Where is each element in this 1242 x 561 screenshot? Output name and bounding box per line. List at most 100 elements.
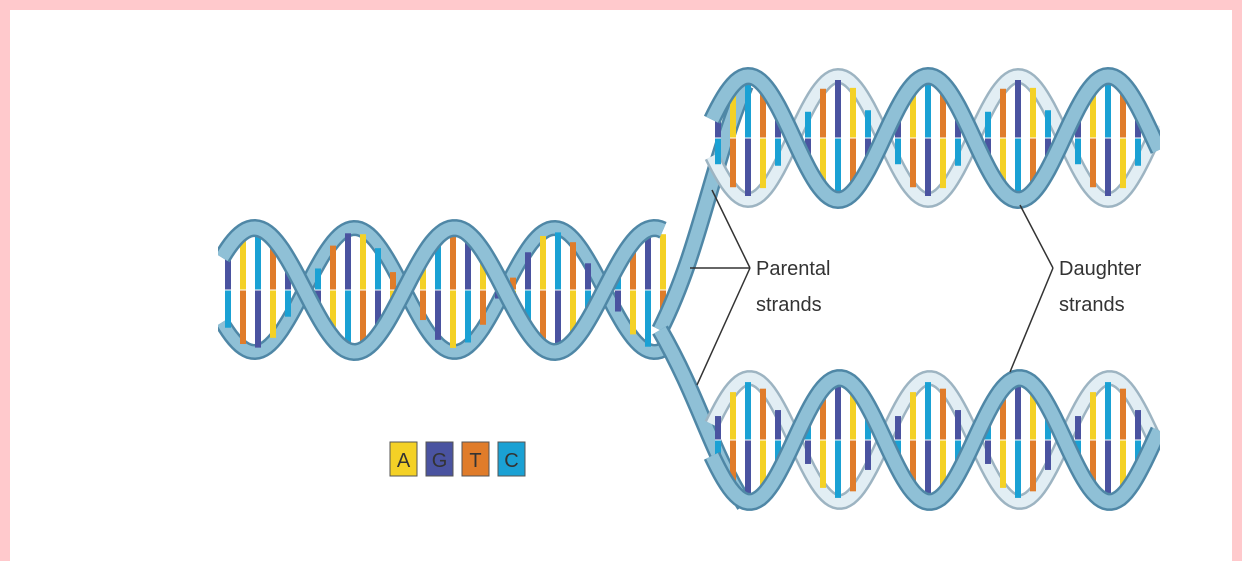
base-cytosine	[745, 80, 751, 138]
base-cytosine	[775, 138, 781, 166]
base-thymine	[1090, 138, 1096, 187]
base-thymine	[940, 389, 946, 440]
base-cytosine	[1135, 138, 1141, 166]
base-guanine	[1105, 138, 1111, 196]
base-cytosine	[1015, 440, 1021, 498]
base-guanine	[1075, 416, 1081, 440]
base-guanine	[255, 290, 261, 348]
base-guanine	[955, 410, 961, 440]
key-guanine-letter: G	[432, 450, 448, 472]
base-thymine	[910, 138, 916, 187]
base-guanine	[775, 410, 781, 440]
base-guanine	[1015, 382, 1021, 440]
key-thymine: T	[462, 442, 489, 476]
base-cytosine	[715, 138, 721, 164]
base-guanine	[645, 233, 651, 290]
base-adenine	[660, 234, 666, 290]
parental-label-line-1: Parental	[756, 258, 831, 280]
key-cytosine-letter: C	[504, 450, 518, 472]
base-adenine	[760, 138, 766, 188]
base-thymine	[330, 246, 336, 290]
base-cytosine	[315, 268, 321, 290]
base-adenine	[1030, 88, 1036, 138]
base-thymine	[1120, 389, 1126, 440]
base-guanine	[985, 440, 991, 464]
base-guanine	[585, 263, 591, 290]
base-cytosine	[1075, 138, 1081, 164]
base-guanine	[1015, 80, 1021, 138]
base-cytosine	[465, 290, 471, 343]
base-cytosine	[375, 248, 381, 290]
base-thymine	[240, 290, 246, 344]
base-guanine	[925, 440, 931, 498]
base-adenine	[540, 236, 546, 290]
base-guanine	[1105, 440, 1111, 498]
key-cytosine: C	[498, 442, 525, 476]
base-guanine	[715, 416, 721, 440]
base-thymine	[450, 232, 456, 290]
base-cytosine	[1105, 80, 1111, 138]
base-thymine	[1000, 89, 1006, 138]
base-cytosine	[835, 138, 841, 196]
parental-label-line-2: strands	[756, 294, 822, 316]
base-adenine	[730, 392, 736, 440]
daughter-label-line-1: Daughter	[1059, 258, 1142, 280]
base-guanine	[555, 290, 561, 348]
base-guanine	[1135, 410, 1141, 440]
base-cytosine	[1105, 382, 1111, 440]
base-thymine	[1030, 440, 1036, 491]
base-cytosine	[835, 440, 841, 498]
base-cytosine	[645, 290, 651, 347]
base-cytosine	[895, 138, 901, 164]
base-cytosine	[865, 110, 871, 138]
base-adenine	[1000, 440, 1006, 488]
base-thymine	[730, 138, 736, 187]
base-adenine	[940, 138, 946, 188]
base-thymine	[420, 290, 426, 320]
base-thymine	[760, 389, 766, 440]
base-guanine	[345, 233, 351, 290]
base-guanine	[745, 440, 751, 498]
base-guanine	[925, 138, 931, 196]
base-thymine	[480, 290, 486, 325]
base-adenine	[270, 290, 276, 338]
base-cytosine	[345, 290, 351, 347]
base-thymine	[820, 89, 826, 138]
key-adenine: A	[390, 442, 417, 476]
base-adenine	[1120, 138, 1126, 188]
key-thymine-letter: T	[469, 450, 481, 472]
base-guanine	[435, 290, 441, 340]
key-adenine-letter: A	[397, 450, 411, 472]
key-guanine: G	[426, 442, 453, 476]
base-adenine	[360, 234, 366, 290]
base-thymine	[390, 272, 396, 290]
base-adenine	[820, 440, 826, 488]
base-adenine	[630, 290, 636, 334]
base-cytosine	[955, 138, 961, 166]
base-cytosine	[1045, 110, 1051, 138]
base-cytosine	[225, 290, 231, 328]
base-thymine	[570, 242, 576, 290]
base-adenine	[450, 290, 456, 348]
base-guanine	[835, 382, 841, 440]
base-guanine	[865, 440, 871, 470]
daughter-label-line-2: strands	[1059, 294, 1125, 316]
base-cytosine	[985, 112, 991, 138]
base-guanine	[805, 440, 811, 464]
base-cytosine	[925, 382, 931, 440]
base-adenine	[850, 88, 856, 138]
base-adenine	[1090, 392, 1096, 440]
base-thymine	[850, 440, 856, 491]
base-cytosine	[255, 232, 261, 290]
base-guanine	[1045, 440, 1051, 470]
base-cytosine	[285, 290, 291, 317]
base-guanine	[745, 138, 751, 196]
base-guanine	[525, 252, 531, 290]
base-cytosine	[1015, 138, 1021, 196]
base-cytosine	[925, 80, 931, 138]
base-cytosine	[745, 382, 751, 440]
base-guanine	[615, 290, 621, 312]
base-adenine	[910, 392, 916, 440]
